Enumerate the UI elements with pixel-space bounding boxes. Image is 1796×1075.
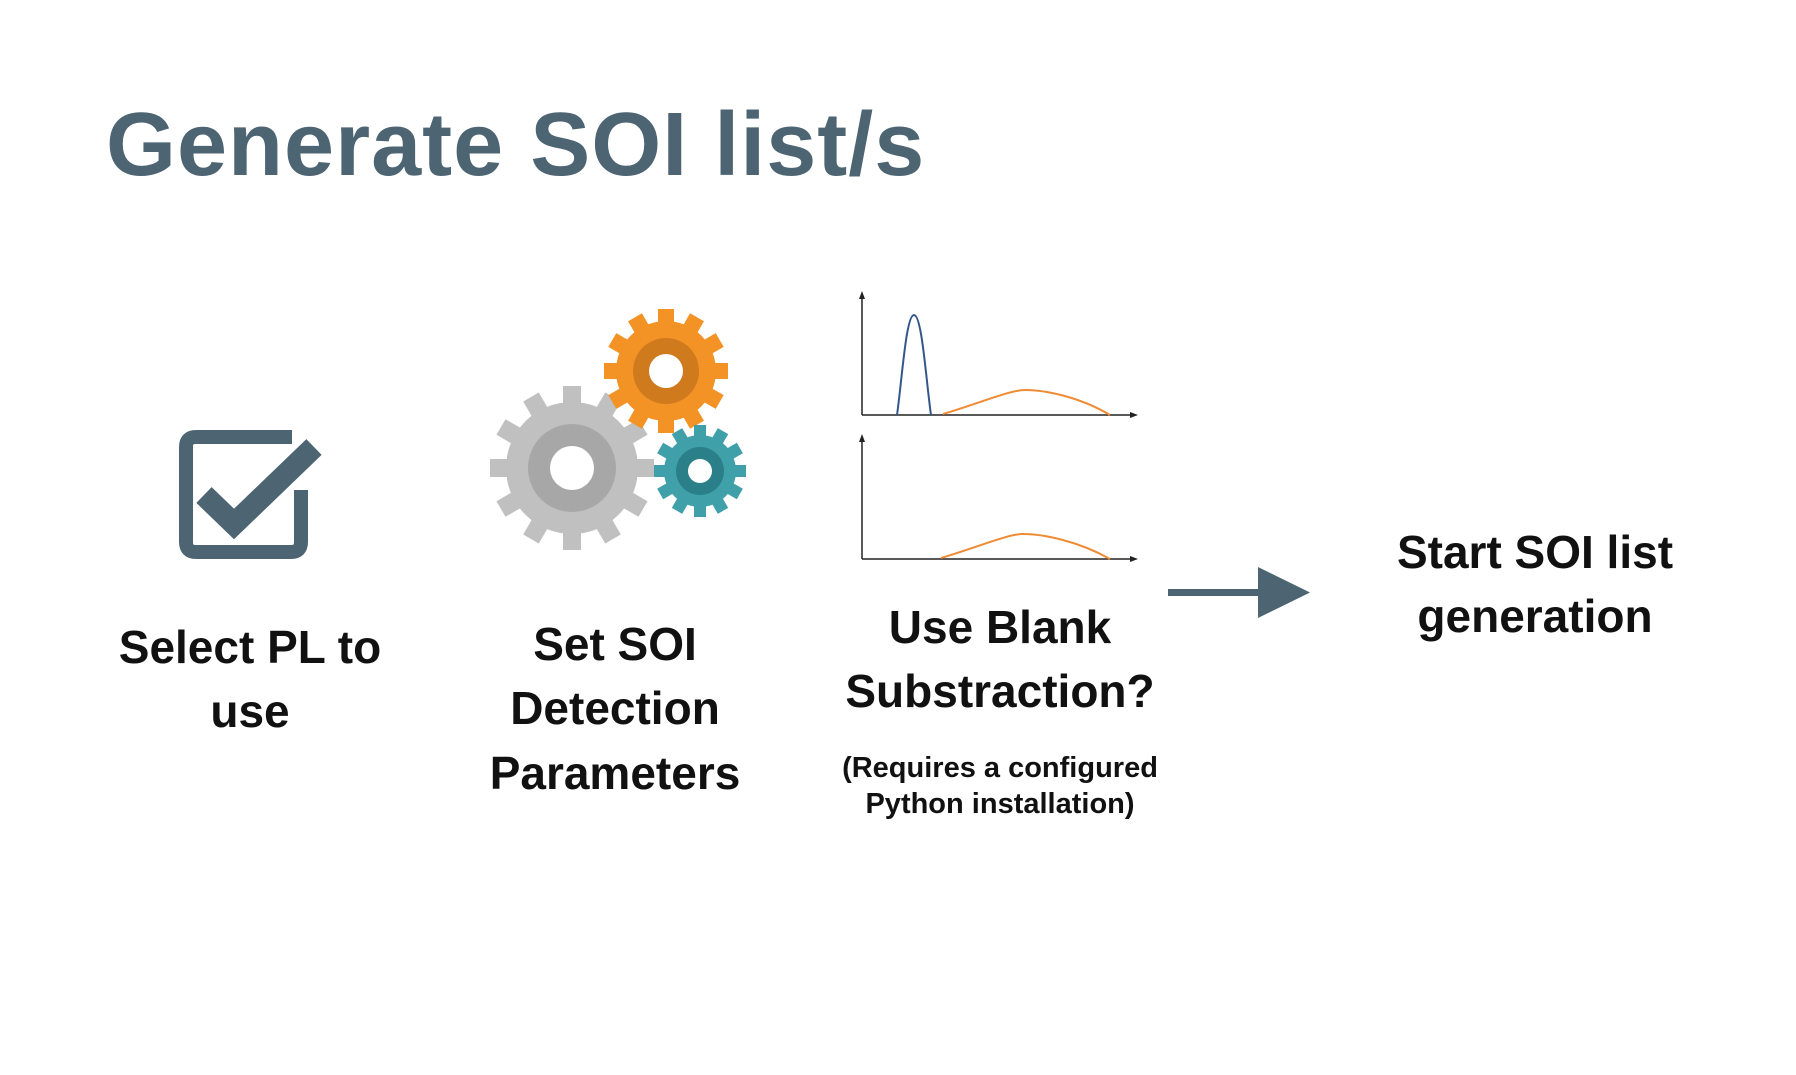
step-blank-substraction-note: (Requires a configured Python installati… — [842, 752, 1158, 821]
arrow-right-icon — [1168, 565, 1313, 620]
gears-icon — [480, 300, 760, 560]
step-select-pl-label: Select PL to use — [118, 621, 382, 738]
checkbox-checked-icon — [170, 420, 330, 560]
step-set-soi-label: Set SOI Detection Parameters — [489, 618, 741, 799]
step-blank-substraction-label: Use Blank Substraction? — [845, 601, 1155, 718]
step-start-generation-label: Start SOI list generation — [1396, 526, 1674, 643]
chromatogram-icon — [850, 285, 1140, 570]
page-title: Generate SOI list/s — [106, 95, 926, 195]
